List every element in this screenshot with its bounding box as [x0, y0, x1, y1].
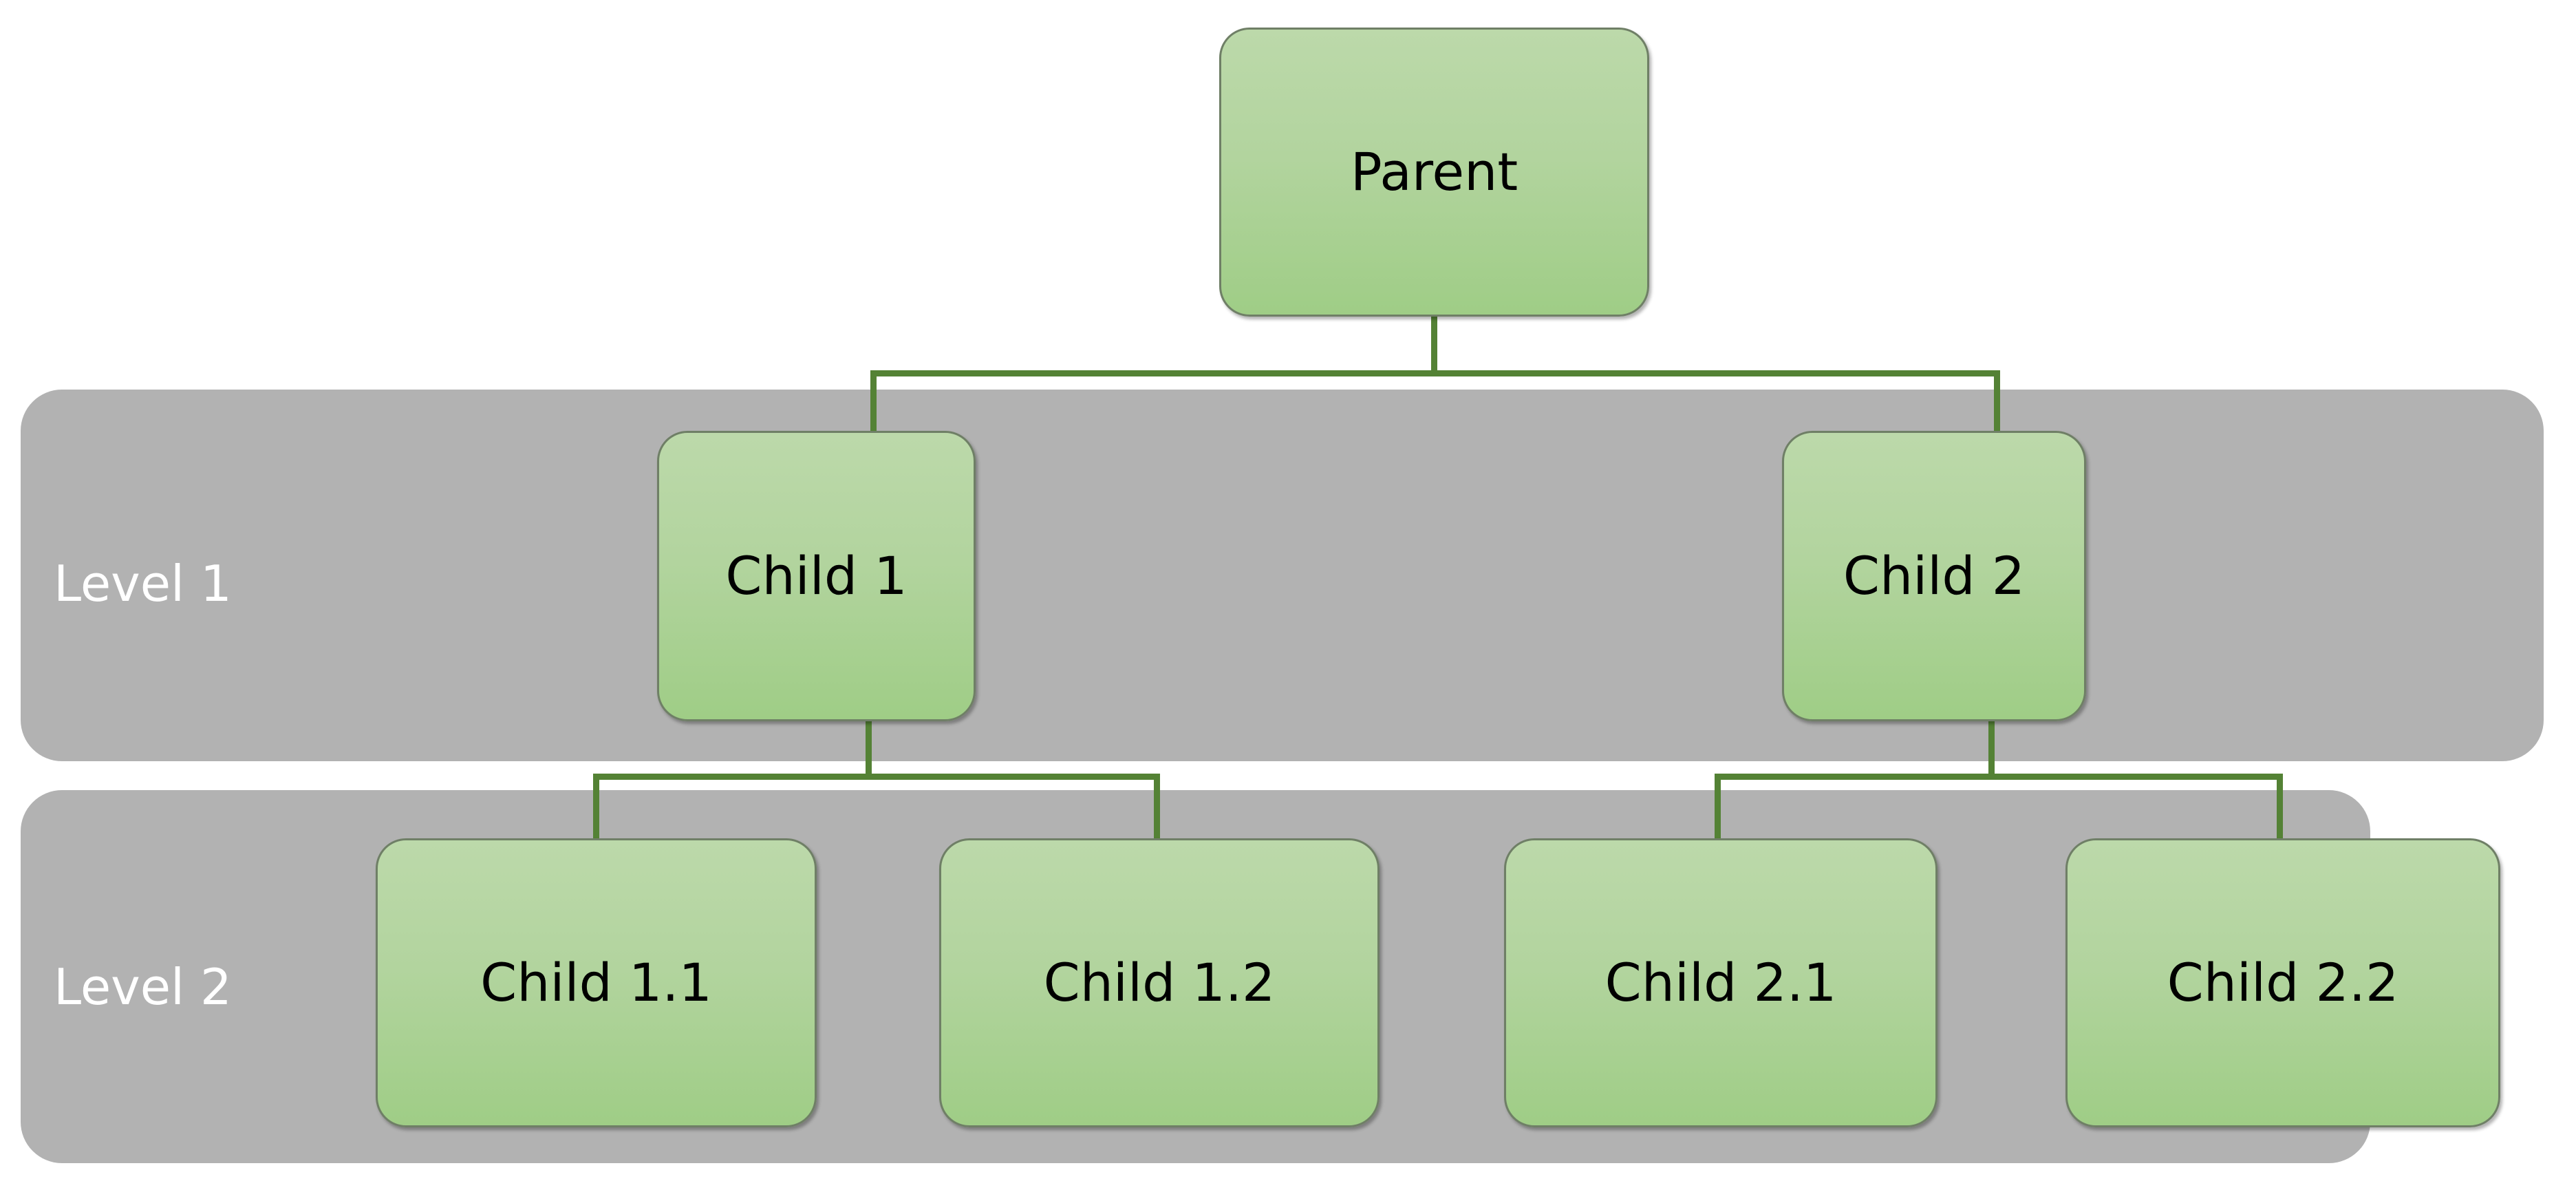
connector-child-1-to-child-1-2 — [1154, 774, 1160, 838]
node-child-2[interactable]: Child 2 — [1782, 431, 2086, 721]
connector-child-2-to-child-2-1 — [1715, 774, 1721, 838]
connector-child-2-to-child-2-2 — [2277, 774, 2283, 838]
connector-parent-bar — [870, 370, 2000, 376]
node-child-2-1[interactable]: Child 2.1 — [1504, 838, 1938, 1127]
connector-parent-to-child-2 — [1994, 370, 2000, 432]
connector-child-1-to-child-1-1 — [593, 774, 599, 838]
node-child-1-2[interactable]: Child 1.2 — [939, 838, 1380, 1127]
node-parent-label: Parent — [1350, 141, 1518, 202]
node-child-1-1-label: Child 1.1 — [480, 952, 712, 1013]
level-band-1-label: Level 1 — [54, 555, 232, 613]
level-band-1 — [21, 390, 2544, 761]
node-child-2-2[interactable]: Child 2.2 — [2065, 838, 2500, 1127]
level-band-2-label: Level 2 — [54, 958, 232, 1016]
connector-child-2-stem — [1988, 717, 1995, 779]
node-parent[interactable]: Parent — [1219, 28, 1649, 317]
node-child-1-label: Child 1 — [725, 545, 908, 606]
node-child-2-1-label: Child 2.1 — [1604, 952, 1837, 1013]
node-child-1-1[interactable]: Child 1.1 — [376, 838, 817, 1127]
node-child-1[interactable]: Child 1 — [657, 431, 976, 721]
connector-child-1-stem — [866, 717, 872, 779]
connector-child-1-bar — [593, 774, 1160, 780]
node-child-1-2-label: Child 1.2 — [1043, 952, 1276, 1013]
connector-parent-stem — [1431, 315, 1437, 376]
node-child-2-label: Child 2 — [1843, 545, 2026, 606]
connector-child-2-bar — [1715, 774, 2283, 780]
node-child-2-2-label: Child 2.2 — [2167, 952, 2399, 1013]
connector-parent-to-child-1 — [870, 370, 877, 432]
